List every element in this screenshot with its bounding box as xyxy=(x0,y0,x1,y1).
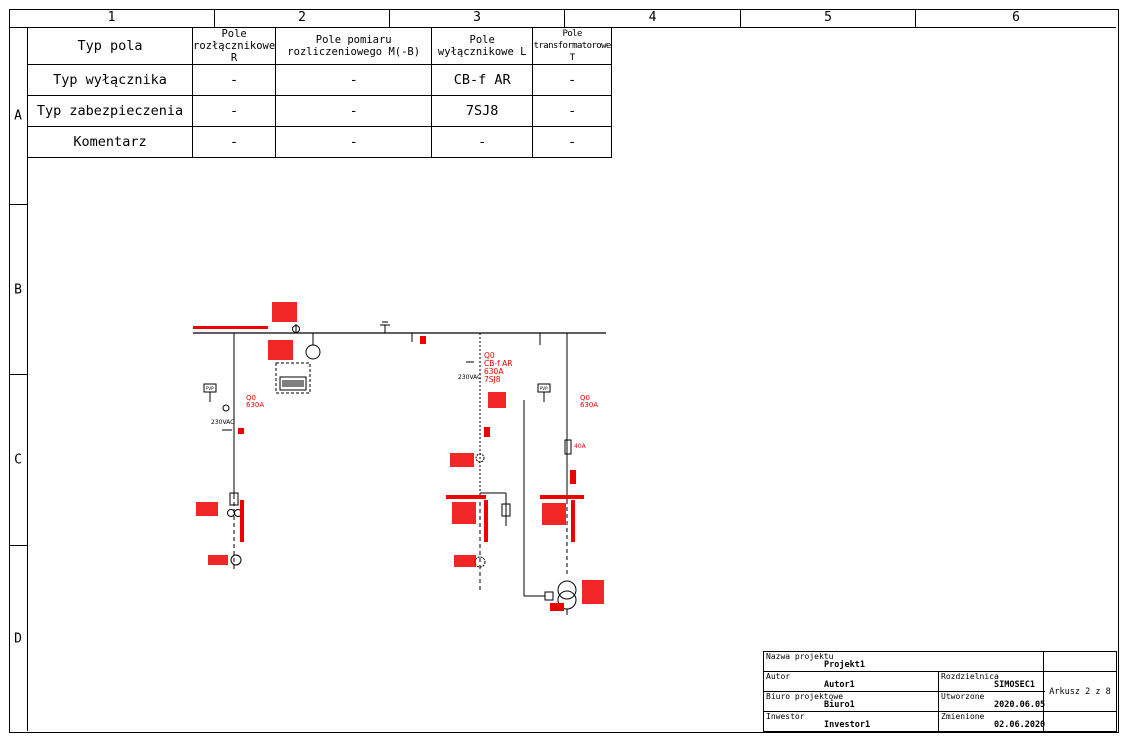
breaker-label-l: Q0 xyxy=(484,351,495,360)
title-office-cell: Biuro projektowe Biuro1 xyxy=(763,691,939,712)
title-created-cell: Utworzone 2020.06.05 xyxy=(938,691,1046,712)
row-header-c: C xyxy=(9,375,28,546)
bus-indicator-icon xyxy=(380,321,390,333)
office-label: Biuro projektowe xyxy=(766,692,844,701)
modified-value: 02.06.2020 xyxy=(994,720,1046,730)
project-label: Nazwa projektu xyxy=(766,652,834,661)
title-project-cell: Nazwa projektu Projekt1 xyxy=(763,651,1044,672)
table-cell: - xyxy=(532,64,613,96)
project-value: Projekt1 xyxy=(824,660,865,670)
title-author-cell: Autor Autor1 xyxy=(763,671,939,692)
author-value: Autor1 xyxy=(824,680,855,690)
voltage-label-l: 230VAC xyxy=(458,374,481,381)
table-row-label: Typ wyłącznika xyxy=(27,64,193,96)
title-switchgear-cell: Rozdzielnica SIMOSEC1 xyxy=(938,671,1044,692)
title-empty-cell xyxy=(1043,651,1117,672)
field-l-feeder: Q0 CB-f AR 630A 7SJ8 230VAC xyxy=(411,333,512,590)
table-cell: - xyxy=(431,126,534,158)
row-label-a: A xyxy=(14,108,22,124)
column-header-5: 5 xyxy=(741,9,916,28)
column-header-6: 6 xyxy=(916,9,1116,28)
table-row-label: Komentarz xyxy=(27,126,193,158)
table-cell: - xyxy=(275,126,433,158)
q0-label-t: Q0 xyxy=(580,394,590,402)
row-label-b: B xyxy=(14,282,22,297)
field-r-feeder: PVP 230VAC Q0 630A xyxy=(196,333,264,570)
modified-label: Zmienione xyxy=(941,712,985,721)
title-block: Nazwa projektu Projekt1 Autor Autor1 Roz… xyxy=(763,651,1117,732)
table-cell: - xyxy=(275,64,433,96)
created-value: 2020.06.05 xyxy=(994,700,1046,710)
breaker-type-l: CB-f AR xyxy=(484,359,512,368)
fuse-rating-t: 40A xyxy=(574,443,587,450)
table-cell: - xyxy=(191,126,277,158)
q0-rating-r: 630A xyxy=(246,401,264,409)
office-value: Biuro1 xyxy=(824,700,855,710)
switchgear-value: SIMOSEC1 xyxy=(994,680,1035,690)
table-cell: - xyxy=(191,95,277,127)
investor-label: Inwestor xyxy=(766,712,805,721)
field-m-metering xyxy=(268,302,321,394)
field-t-feeder: PVP Q0 630A 40A xyxy=(523,333,604,615)
voltage-label-r: 230VAC xyxy=(211,419,234,426)
sheet-number: Arkusz 2 z 8 xyxy=(1043,671,1117,712)
pvp-label-t: PVP xyxy=(540,386,548,391)
q0-label-r: Q0 xyxy=(246,394,256,402)
protection-label-l: 7SJ8 xyxy=(484,375,501,384)
breaker-rating-l: 630A xyxy=(484,367,504,376)
created-label: Utworzone xyxy=(941,692,985,701)
author-label: Autor xyxy=(766,672,791,681)
title-modified-cell: Zmienione 02.06.2020 xyxy=(938,711,1046,732)
title-investor-cell: Inwestor Investor1 xyxy=(763,711,939,732)
table-row: Komentarz - - - - xyxy=(27,126,613,158)
busbar-annotation xyxy=(193,326,268,329)
investor-value: Investor1 xyxy=(824,720,871,730)
row-header-d: D xyxy=(9,546,28,731)
pvp-label-r: PVP xyxy=(206,386,214,391)
row-label-c: C xyxy=(14,452,22,468)
table-cell: - xyxy=(532,126,613,158)
q0-rating-t: 630A xyxy=(580,401,598,409)
row-header-b: B xyxy=(9,205,28,375)
switchgear-label: Rozdzielnica xyxy=(941,672,999,681)
row-label-d: D xyxy=(14,631,22,646)
title-empty-cell-2 xyxy=(1043,711,1117,732)
table-cell: CB-f AR xyxy=(431,64,534,96)
table-row: Typ wyłącznika - - CB-f AR - xyxy=(27,64,613,96)
column-header-4: 4 xyxy=(565,9,741,28)
